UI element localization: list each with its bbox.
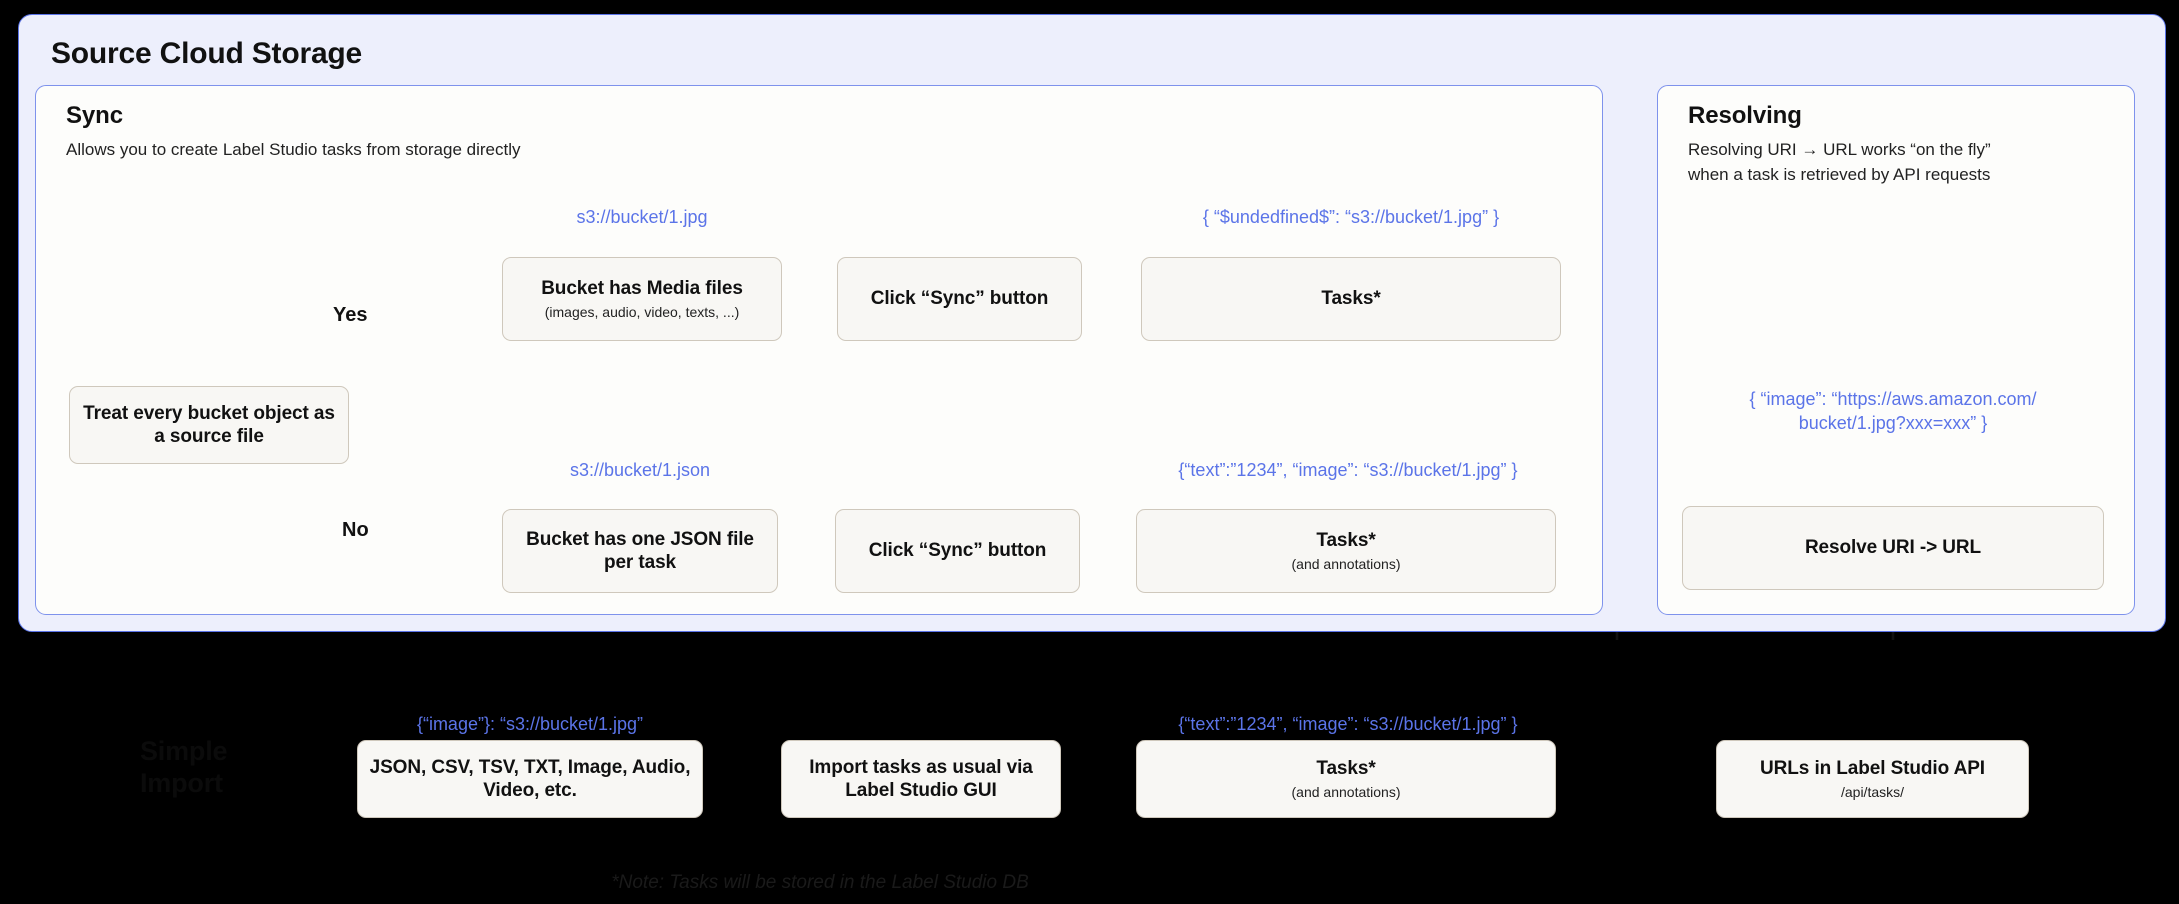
node-label: Tasks*: [1321, 288, 1381, 310]
node-tasks-1[interactable]: Tasks*: [1141, 257, 1561, 341]
node-label: Treat every bucket object as a source fi…: [83, 402, 335, 447]
sync-card-title: Sync: [66, 102, 123, 129]
node-sublabel: (images, audio, video, texts, ...): [544, 303, 740, 320]
node-bucket-has-one-json-file[interactable]: Bucket has one JSON file per task: [502, 509, 778, 593]
node-label: JSON, CSV, TSV, TXT, Image, Audio, Video…: [369, 756, 691, 801]
node-bucket-has-media-files[interactable]: Bucket has Media files (images, audio, v…: [502, 257, 782, 341]
node-treat-bucket-object[interactable]: Treat every bucket object as a source fi…: [69, 386, 349, 464]
node-label: Tasks*: [1316, 529, 1376, 551]
node-label: Bucket has Media files: [541, 277, 743, 299]
node-label: Resolve URI -> URL: [1804, 537, 1982, 559]
node-click-sync-button-2[interactable]: Click “Sync” button: [835, 509, 1080, 593]
node-sublabel: (and annotations): [1291, 555, 1401, 572]
node-urls-in-label-studio-api[interactable]: URLs in Label Studio API /api/tasks/: [1716, 740, 2029, 818]
node-label: URLs in Label Studio API: [1760, 757, 1985, 779]
annotation-resolved-url: { “image”: “https://aws.amazon.com/ buck…: [1749, 389, 2037, 433]
node-label: Click “Sync” button: [868, 540, 1047, 562]
footnote: *Note: Tasks will be stored in the Label…: [611, 872, 1029, 893]
node-label: Bucket has one JSON file per task: [526, 528, 754, 573]
node-import-tasks-gui[interactable]: Import tasks as usual via Label Studio G…: [781, 740, 1061, 818]
annotation-simple-image: {“image”}: “s3://bucket/1.jpg”: [416, 714, 644, 734]
edge-label-no: No: [342, 519, 369, 541]
node-resolve-uri-to-url[interactable]: Resolve URI -> URL: [1682, 506, 2104, 590]
annotation-uri-json: s3://bucket/1.json: [569, 460, 711, 480]
edge-label-yes: Yes: [333, 304, 368, 326]
node-supported-formats[interactable]: JSON, CSV, TSV, TXT, Image, Audio, Video…: [357, 740, 703, 818]
node-click-sync-button-1[interactable]: Click “Sync” button: [837, 257, 1082, 341]
node-label: Tasks*: [1316, 757, 1376, 779]
annotation-task-undefined: { “$undedfined$”: “s3://bucket/1.jpg” }: [1202, 207, 1500, 227]
node-label: Import tasks as usual via Label Studio G…: [809, 756, 1033, 801]
annotation-uri-jpg: s3://bucket/1.jpg: [576, 207, 708, 227]
annotation-task-text-image: {“text”:”1234”, “image”: “s3://bucket/1.…: [1178, 460, 1518, 480]
annotation-simple-text-image: {“text”:”1234”, “image”: “s3://bucket/1.…: [1178, 714, 1518, 734]
simple-import-label: Simple Import: [140, 736, 228, 798]
node-sublabel: /api/tasks/: [1840, 783, 1905, 800]
node-sublabel: (and annotations): [1291, 783, 1401, 800]
node-tasks-3[interactable]: Tasks* (and annotations): [1136, 740, 1556, 818]
page-title: Source Cloud Storage: [51, 37, 363, 70]
resolving-card-title: Resolving: [1688, 102, 1802, 129]
node-tasks-2[interactable]: Tasks* (and annotations): [1136, 509, 1556, 593]
resolving-card-subtitle: Resolving URI → URL works “on the fly” w…: [1688, 140, 1991, 184]
node-label: Click “Sync” button: [870, 288, 1049, 310]
sync-card-subtitle: Allows you to create Label Studio tasks …: [66, 140, 521, 159]
